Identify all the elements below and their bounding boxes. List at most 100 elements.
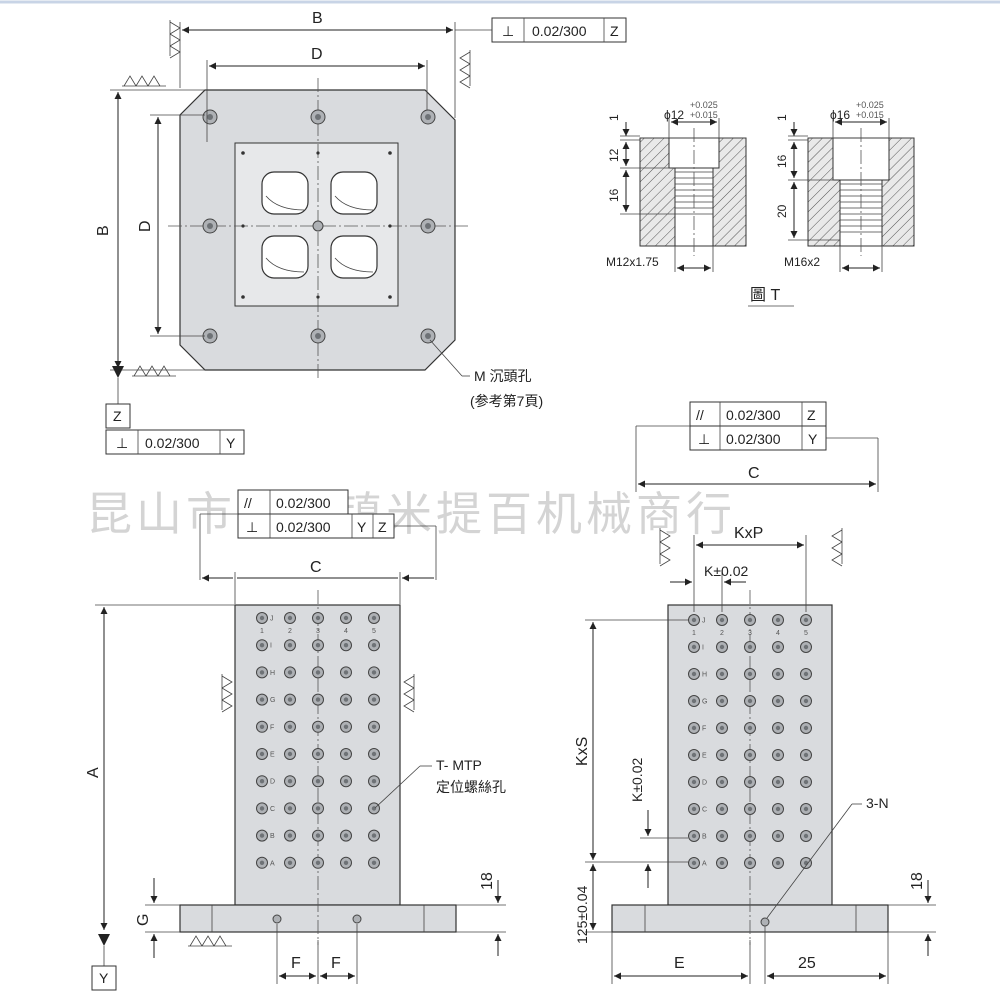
mtp-hole-core: [315, 779, 321, 784]
mtp-hole-core: [371, 697, 377, 702]
top-view: B D B D ⊥ 0.02/300 Z: [95, 10, 627, 455]
mtp-hole-core: [315, 806, 321, 811]
row-label: B: [702, 834, 707, 841]
row-label: A: [702, 861, 707, 868]
svg-text:Z: Z: [807, 407, 816, 423]
mtp-hole-core: [803, 725, 809, 731]
svg-text://: //: [696, 407, 704, 423]
mtp-hole-core: [803, 671, 809, 677]
mtp-hole-core: [287, 751, 293, 757]
mtp-hole-core: [719, 833, 725, 839]
mtp-hole-core: [747, 752, 753, 758]
mtp-hole-core: [259, 860, 265, 865]
tolerance-frame-top: ⊥ 0.02/300 Z: [455, 17, 627, 43]
datum-Y-box: [91, 965, 117, 991]
mtp-hole-core: [747, 860, 753, 866]
svg-text:ϕ16: ϕ16: [830, 108, 850, 122]
svg-text:+0.025: +0.025: [856, 100, 884, 110]
side-dim-C: C: [748, 465, 760, 482]
dim-B-left: B: [95, 225, 112, 236]
svg-text:ϕ12: ϕ12: [664, 108, 684, 122]
svg-text:+0.025: +0.025: [690, 100, 718, 110]
svg-text:Z: Z: [378, 519, 387, 535]
mtp-hole-core: [287, 806, 293, 811]
svg-text:16: 16: [607, 188, 621, 202]
svg-text:Z: Z: [610, 23, 619, 39]
dim-B-top: B: [312, 10, 323, 27]
front-tolerance-1: // 0.02/300: [237, 489, 349, 515]
mtp-hole-core: [803, 617, 809, 623]
mtp-hole-core: [691, 698, 697, 704]
svg-text:⊥: ⊥: [116, 435, 128, 451]
mtp-hole-core: [691, 806, 697, 812]
mtp-hole-core: [747, 725, 753, 731]
row-label: J: [270, 616, 274, 623]
svg-text:M12x1.75: M12x1.75: [606, 255, 659, 269]
front-dim-A: A: [85, 767, 102, 778]
row-label: A: [270, 860, 275, 867]
svg-text:0.02/300: 0.02/300: [532, 23, 587, 39]
mtp-hole-core: [343, 860, 349, 865]
dim-D-top: D: [311, 46, 323, 63]
mtp-hole-core: [691, 833, 697, 839]
mtp-hole-core: [747, 779, 753, 785]
svg-text:1: 1: [607, 114, 621, 121]
col-label: 4: [344, 628, 348, 635]
mtp-hole-core: [259, 751, 265, 757]
mtp-hole-core: [287, 670, 293, 675]
tolerance-frame-left: ⊥ 0.02/300 Y: [105, 429, 245, 455]
mtp-hole-core: [775, 860, 781, 866]
mtp-hole-core: [259, 643, 265, 648]
callout-M-ref: (参考第7頁): [470, 393, 543, 409]
svg-text:0.02/300: 0.02/300: [276, 519, 331, 535]
svg-text:Y: Y: [357, 519, 367, 535]
mtp-hole-core: [371, 833, 377, 838]
svg-text:Y: Y: [226, 435, 236, 451]
mtp-hole-core: [775, 698, 781, 704]
mtp-hole-core: [719, 860, 725, 866]
row-label: H: [702, 672, 707, 679]
surface-marks: [122, 20, 471, 377]
row-label: C: [270, 806, 275, 813]
mtp-hole-core: [343, 724, 349, 729]
mtp-hole-core: [719, 671, 725, 677]
mtp-hole-core: [287, 615, 293, 621]
mtp-hole-core: [747, 617, 753, 623]
mtp-hole-core: [371, 751, 377, 757]
mtp-hole-core: [259, 833, 265, 838]
window: [330, 235, 378, 279]
svg-text:0.02/300: 0.02/300: [276, 495, 331, 511]
col-label: 4: [776, 630, 780, 637]
mtp-hole-core: [775, 779, 781, 785]
col-label: 2: [720, 630, 724, 637]
mtp-hole-core: [259, 670, 265, 675]
svg-text:+0.015: +0.015: [856, 110, 884, 120]
row-label: E: [270, 752, 275, 759]
mtp-hole-core: [371, 860, 377, 865]
mtp-hole-core: [691, 617, 697, 623]
mtp-hole-core: [719, 725, 725, 731]
svg-text://: //: [244, 495, 252, 511]
col-label: 2: [288, 628, 292, 635]
mtp-hole-core: [315, 860, 321, 865]
side-dim-125: 125±0.04: [574, 885, 590, 944]
detail-T: 1 12 16 ϕ12 +0.025 +0.015 M12x1.75 1 16 …: [606, 100, 915, 307]
row-label: G: [270, 697, 275, 704]
mtp-hole-core: [803, 779, 809, 785]
mtp-hole-core: [803, 698, 809, 704]
mtp-hole-core: [719, 779, 725, 785]
datum-Z-box: [105, 403, 131, 429]
mtp-hole-core: [803, 644, 809, 650]
front-dim-G: G: [135, 914, 152, 926]
svg-text:⊥: ⊥: [246, 519, 258, 535]
window: [261, 235, 309, 279]
row-label: B: [270, 833, 275, 840]
mtp-hole-core: [343, 806, 349, 811]
mtp-hole-core: [343, 615, 349, 621]
row-label: D: [702, 780, 707, 787]
mtp-hole-core: [775, 617, 781, 623]
callout-TMTP: T- MTP: [436, 757, 482, 773]
